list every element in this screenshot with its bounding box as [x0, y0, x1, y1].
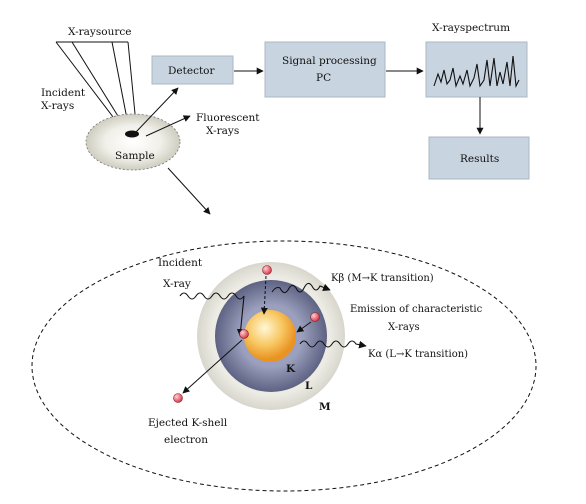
emission-label-1: Emission of characteristic — [350, 304, 483, 315]
electron-k-vacancy — [239, 329, 249, 339]
atom-core — [244, 310, 296, 362]
incident-xray-wave — [179, 292, 245, 337]
kalpha-label: Kα (L→K transition) — [368, 349, 468, 360]
electron-l-shell — [310, 312, 320, 322]
signal-processing-box — [264, 41, 386, 98]
electron-ejected — [173, 393, 183, 403]
kbeta-wave — [271, 282, 331, 294]
l-to-k-transition — [296, 321, 312, 333]
shell-k-label: K — [286, 363, 296, 375]
sample-disc — [85, 113, 181, 171]
detector-label: Detector — [168, 65, 215, 77]
sample-to-atom-arrow — [167, 167, 211, 215]
detector-box — [151, 55, 234, 85]
spectrum-trace — [433, 55, 520, 89]
ejected-label-2: electron — [164, 434, 208, 446]
results-label: Results — [460, 153, 499, 165]
fluorescent-label-2: X-rays — [206, 125, 239, 137]
electron-m-shell — [262, 265, 272, 275]
pc-label: PC — [316, 72, 331, 84]
fluorescent-arrow — [145, 115, 191, 137]
incident-xray-label-2: X-ray — [163, 278, 191, 290]
incident-xrays-label-1: Incident — [41, 87, 86, 99]
shell-m-label: M — [319, 401, 331, 413]
shell-l-label: L — [305, 380, 313, 392]
emission-label-2: X-rays — [388, 322, 420, 333]
xray-source-label: X-raysource — [68, 26, 131, 38]
spectrum-box — [425, 41, 528, 98]
sample-spot-icon — [125, 130, 139, 138]
kbeta-label: Kβ (M→K transition) — [331, 273, 434, 284]
m-to-k-transition — [260, 275, 268, 315]
kalpha-wave — [299, 340, 367, 349]
ejection-arrow — [182, 339, 243, 394]
ejected-label-1: Ejected K-shell — [148, 417, 228, 429]
signal-processing-label: Signal processing — [282, 55, 377, 67]
results-box — [428, 136, 530, 180]
sample-label: Sample — [115, 150, 155, 162]
detail-outline — [31, 240, 537, 492]
incident-xrays-label-2: X-rays — [41, 100, 74, 112]
incident-xray-label-1: Incident — [158, 257, 203, 269]
fluorescent-label-1: Fluorescent — [196, 112, 260, 124]
sample-to-detector-arrow — [135, 87, 179, 133]
spectrum-title: X-rayspectrum — [432, 22, 510, 34]
